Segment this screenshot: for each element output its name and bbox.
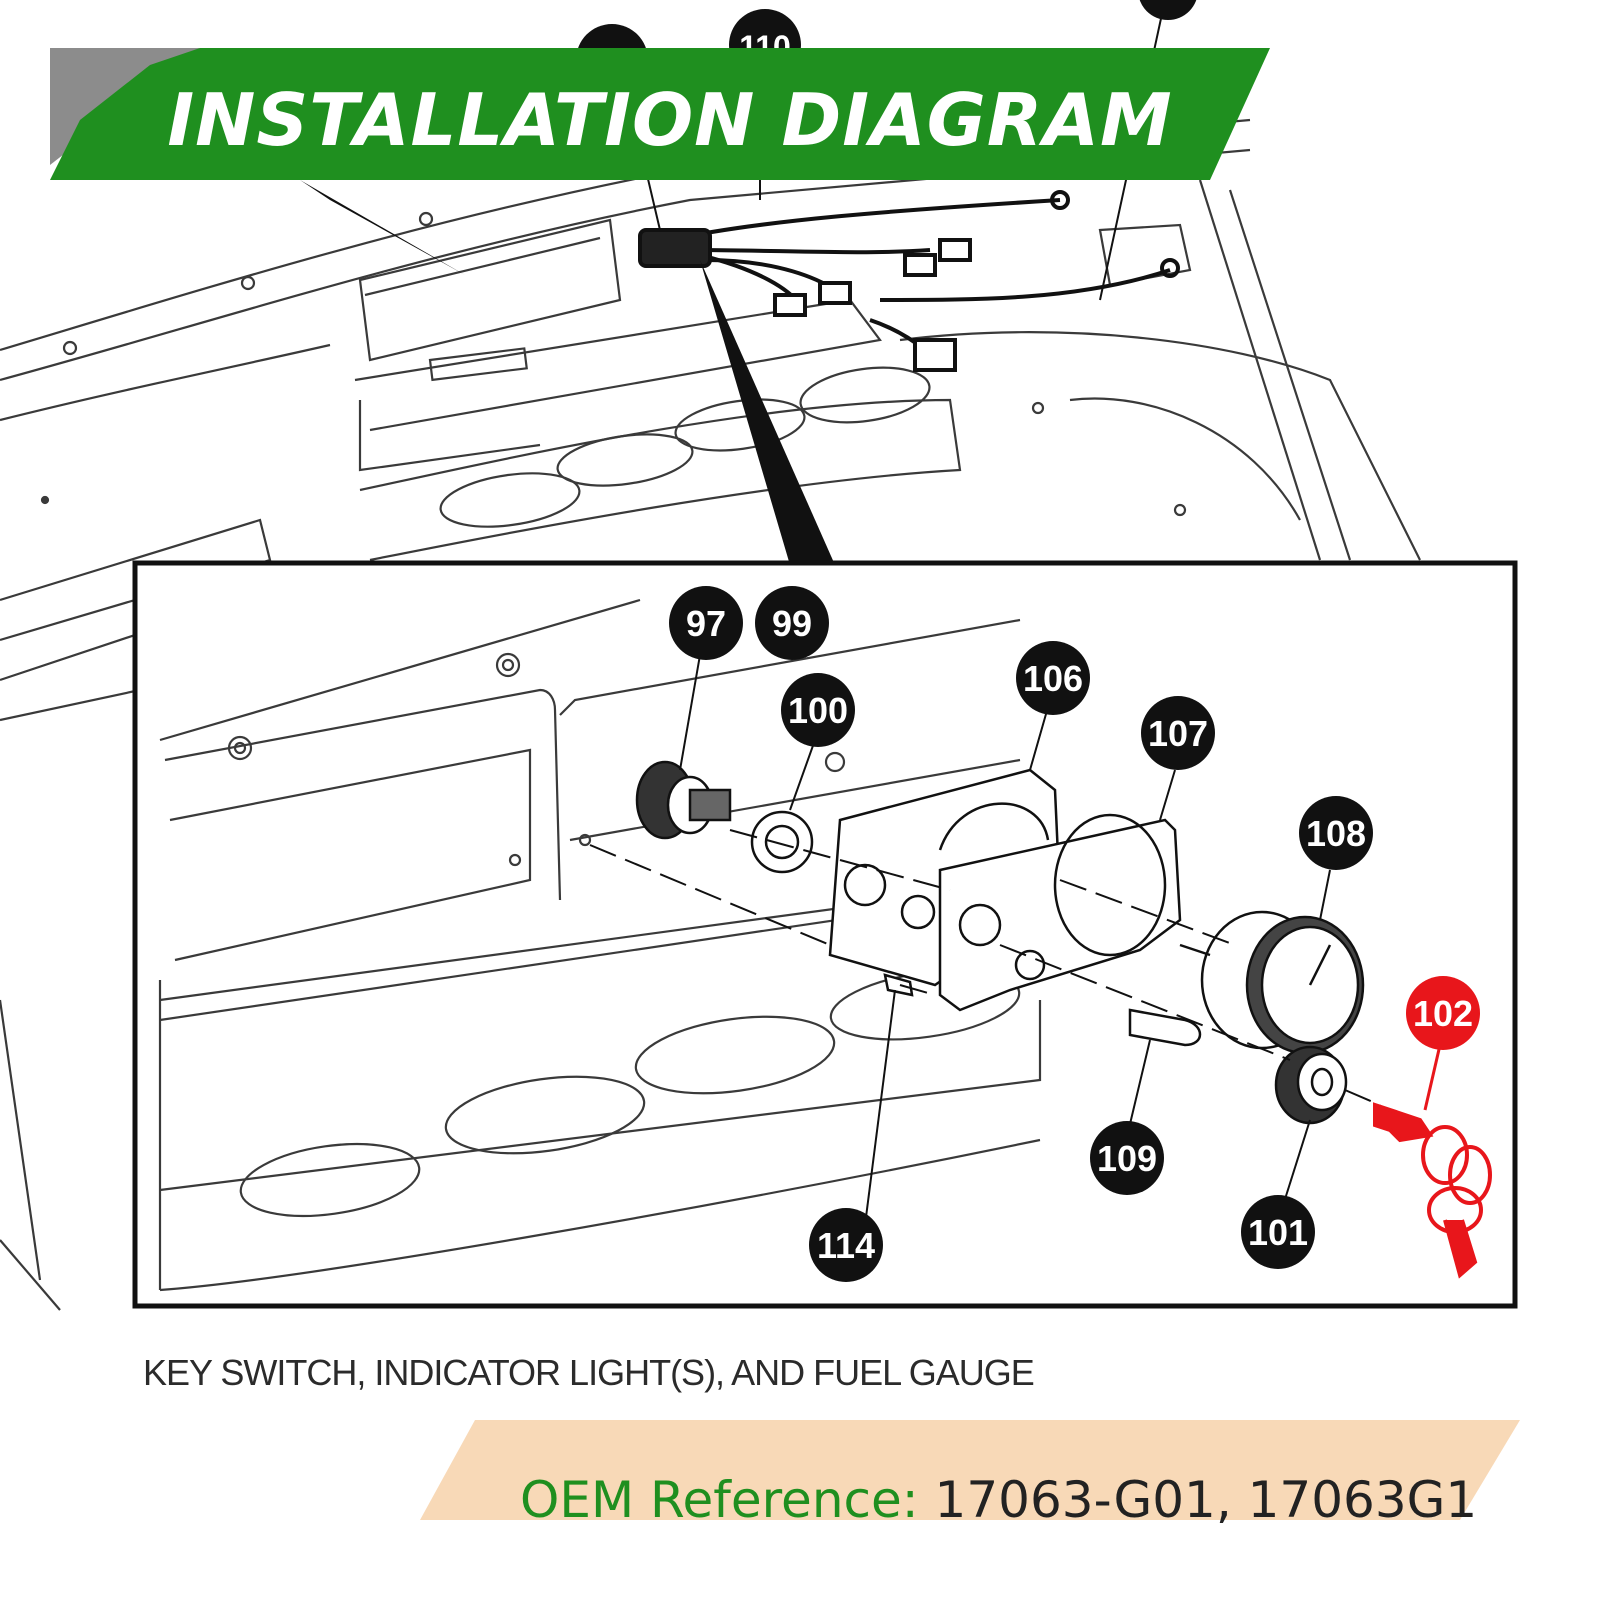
callout-99: 99 (772, 603, 812, 644)
exploded-parts (635, 760, 1365, 1125)
oem-reference-label: OEM Reference: (520, 1471, 935, 1529)
diagram-caption: KEY SWITCH, INDICATOR LIGHT(S), AND FUEL… (143, 1352, 1035, 1393)
fuel-gauge-part (1179, 910, 1365, 1055)
callout-109: 109 (1097, 1138, 1157, 1179)
callout-102: 102 (1413, 993, 1473, 1034)
key-switch-bezel-part (1274, 1045, 1348, 1125)
indicator-light-part (635, 760, 732, 840)
callout-102-leader (1423, 1044, 1442, 1111)
screw-part (883, 973, 914, 997)
assembly-axes (589, 829, 1381, 1106)
callout-97: 97 (686, 603, 726, 644)
title-banner (50, 48, 1270, 180)
callout-badges (669, 586, 1480, 1282)
wiring-harness (638, 190, 1180, 372)
oem-reference-value: 17063-G01, 17063G1 (934, 1471, 1478, 1529)
callout-101: 101 (1248, 1212, 1308, 1253)
pointer-arrows (300, 180, 835, 565)
callout-107: 107 (1148, 713, 1208, 754)
oem-reference: OEM Reference: 17063-G01, 17063G1 (520, 1465, 1520, 1535)
callout-100: 100 (788, 690, 848, 731)
callout-106: 106 (1023, 658, 1083, 699)
banner-title: INSTALLATION DIAGRAM (167, 78, 1173, 162)
oem-reference-band (420, 1420, 1520, 1520)
callout-114: 114 (817, 1225, 875, 1266)
bulb-part (1128, 1008, 1202, 1047)
banner-shape (50, 48, 1270, 180)
callout-108: 108 (1306, 813, 1366, 854)
key-part (1373, 1102, 1492, 1279)
detail-inset-art (158, 598, 1042, 1292)
lock-nut-part (750, 810, 814, 874)
